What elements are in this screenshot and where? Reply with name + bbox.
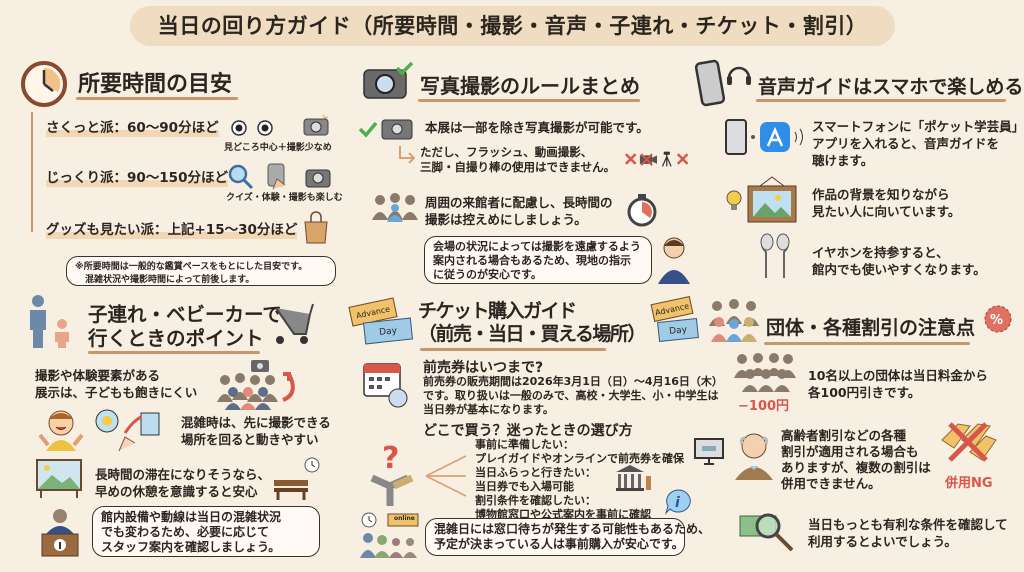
stopwatch-icon <box>627 194 657 227</box>
time-option: グッズも見たい派：上記+15〜30分ほど <box>46 222 298 239</box>
kids-item-engaging: 撮影や体験要素がある展示は、子どもも飽きにくい <box>35 368 198 400</box>
kids-item-rest: 長時間の滞在になりそうなら、早めの休憩を意識すると安心 <box>95 467 271 499</box>
online-ticket-label: online <box>394 515 415 522</box>
arrow-icon <box>399 146 416 164</box>
group-discount-badge: −100円 <box>738 399 790 414</box>
landscape-sign-icon <box>36 459 82 498</box>
staff-icon <box>658 237 690 284</box>
section-heading: 所要時間の目安 <box>78 72 233 97</box>
camera-check-icon <box>363 61 414 99</box>
tablet-hand-icon <box>267 163 286 190</box>
svg-text:?: ? <box>382 441 399 476</box>
discount-senior: 高齢者割引などの各種割引が適用される場合もありますが、複数の割引は併用できません… <box>781 428 931 491</box>
prohibited-equipment-icons <box>624 151 689 167</box>
percent-badge-icon: % <box>984 305 1012 333</box>
lightbulb-painting-icon <box>726 176 797 223</box>
large-group-icon <box>734 353 796 392</box>
photo-allowed: 本展は一部を除き写真撮影が可能です。 <box>425 120 649 135</box>
page-title: 当日の回り方ガイド（所要時間・撮影・音声・子連れ・チケット・割引） <box>130 6 895 46</box>
info-icon: i <box>664 489 691 515</box>
ticket-icon: Advance Day <box>650 296 700 343</box>
decision-arrows-icon: ? <box>370 441 467 506</box>
section-heading: 写真撮影のルールまとめ <box>420 74 640 98</box>
photo-restriction: ただし、フラッシュ、動画撮影、三脚・自撮り棒の使用はできません。 <box>420 145 616 174</box>
crowd-icon <box>372 193 418 222</box>
section-heading: 音声ガイドはスマホで楽しめる <box>758 76 1024 98</box>
photo-consideration: 周囲の来館者に配慮し、長時間の撮影は控えめにしましょう。 <box>425 195 613 227</box>
interactive-touch-icon <box>95 409 160 452</box>
earphones-icon <box>760 233 790 278</box>
camera-icon <box>303 114 329 136</box>
audio-item-background: 作品の背景を知りながら見たい人に向いています。 <box>812 187 961 219</box>
parent-child-icon <box>30 295 69 348</box>
phone-app-icon <box>725 119 803 155</box>
happy-child-icon <box>38 410 84 451</box>
svg-text:%: % <box>990 313 1003 328</box>
info-desk-staff-icon <box>41 509 79 557</box>
time-note-bubble: ※所要時間は一般的な鑑賞ペースをもとにした目安です。 混雑状況や撮影時間によって… <box>66 256 336 286</box>
check-camera-icon <box>358 119 413 140</box>
stroller-icon <box>275 303 314 344</box>
audio-item-earphones: イヤホンを持参すると、館内でも使いやすくなります。 <box>812 245 986 277</box>
clock-icon <box>21 61 67 107</box>
senior-icon <box>735 433 773 480</box>
queue-online-icon <box>360 512 419 558</box>
camera-icon <box>305 169 331 188</box>
group-people-icon <box>709 299 759 342</box>
section-heading: 子連れ・ベビーカーで行くときのポイント <box>88 303 282 350</box>
crowd-camera-icon <box>217 360 295 410</box>
advance-question: 前売券はいつまで? <box>423 360 544 376</box>
no-combine-label: 併用NG <box>945 476 993 491</box>
museum-entrance-icon <box>616 465 651 491</box>
ticket-bubble: 混雑日には窓口待ちが発生する可能性もあるため、予定が決まっている人は事前購入が安… <box>425 518 710 556</box>
bench-clock-icon <box>274 457 320 500</box>
time-option: さくっと派：60〜90分ほど <box>46 120 219 137</box>
audio-item-app: スマートフォンに「ポケット学芸員」アプリを入れると、音声ガイドを聴けます。 <box>812 119 1024 168</box>
time-caption: クイズ・体験・撮影も楽しむ <box>226 193 343 203</box>
svg-text:i: i <box>675 495 680 511</box>
calendar-icon <box>363 363 408 408</box>
discount-tags-no-combine-icon <box>941 422 997 462</box>
discount-best: 当日もっとも有利な条件を確認して利用するとよいでしょう。 <box>808 517 1008 549</box>
advance-body: 前売券の販売期間は2026年3月1日（日）〜4月16日（木）です。取り扱いは一般… <box>423 375 723 416</box>
kids-item-crowded: 混雑時は、先に撮影できる場所を回ると動きやすい <box>181 415 331 447</box>
discount-group: 10名以上の団体は当日料金から各100円引きです。 <box>808 368 988 400</box>
money-magnifier-icon <box>739 513 794 552</box>
ticket-icon: Advance Day <box>348 297 414 345</box>
computer-monitor-icon <box>694 438 724 465</box>
time-option: じっくり派：90〜150分ほど <box>46 170 228 187</box>
time-caption: 見どころ中心＋撮影少なめ <box>224 143 332 153</box>
eyes-icon <box>231 120 273 136</box>
shopping-bag-icon <box>304 211 328 244</box>
section-heading: チケット購入ガイド（前売・当日・買える場所） <box>418 300 646 345</box>
where-question: どこで買う？迷ったときの選び方 <box>423 423 633 439</box>
magnifier-icon <box>228 164 254 190</box>
section-heading: 団体・各種割引の注意点 <box>766 317 976 339</box>
kids-bubble: 館内設備や動線は当日の混雑状況でも変わるため、必要に応じてスタッフ案内を確認しま… <box>92 506 320 557</box>
timeline-line <box>31 112 33 232</box>
smartphone-headphones-icon <box>694 59 751 107</box>
purchase-options: 事前に準備したい：プレイガイドやオンラインで前売券を確保 当日ふらっと行きたい：… <box>475 438 684 521</box>
photo-bubble: 会場の状況によっては撮影を遠慮するよう案内される場合もあるため、現地の指示に従う… <box>424 236 652 284</box>
